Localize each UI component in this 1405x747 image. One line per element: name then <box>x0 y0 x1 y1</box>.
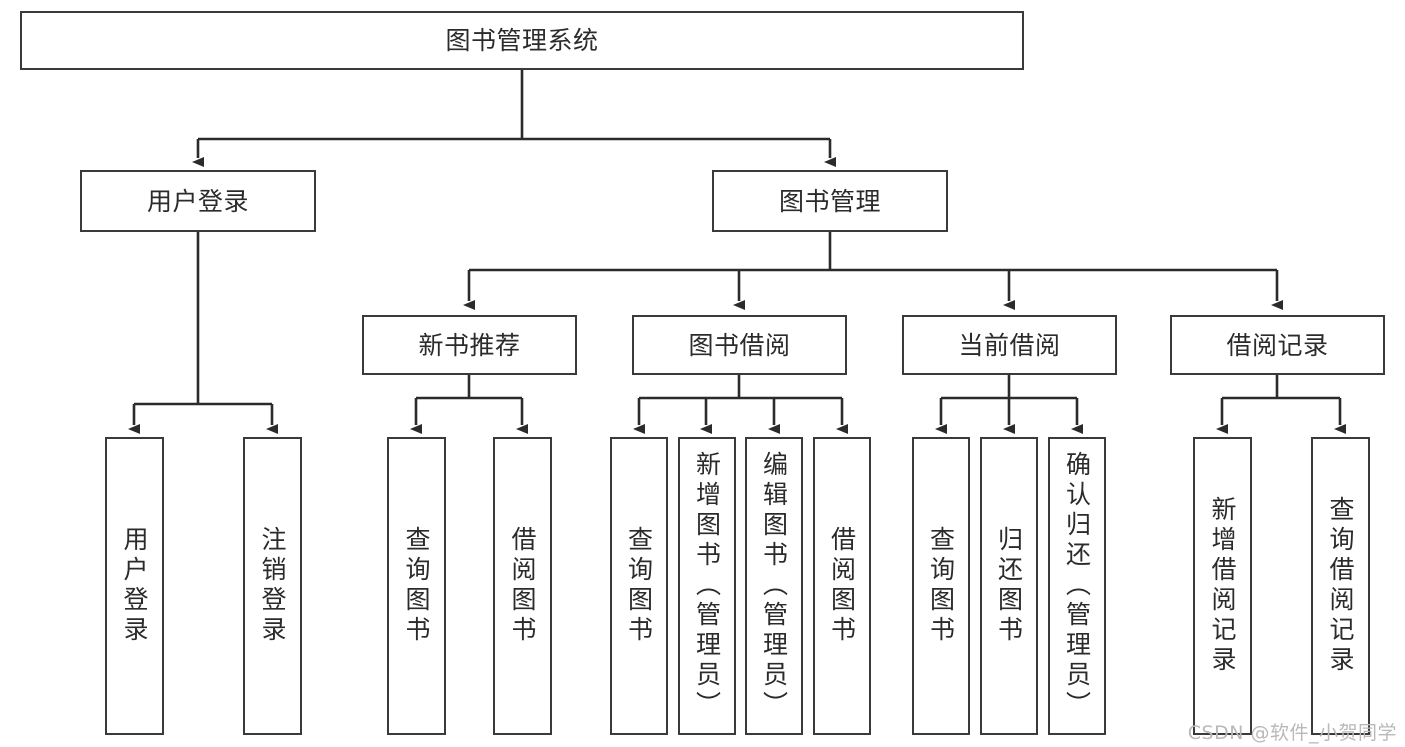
node-label: 查询图书 <box>926 526 956 646</box>
node-label: 查询图书 <box>402 526 431 646</box>
leaf-current-borrow-confirm-return-admin[interactable]: 确认归还（管理员） <box>1048 437 1106 735</box>
leaf-user-login-logout[interactable]: 注销登录 <box>243 437 302 735</box>
leaf-current-borrow-query-book[interactable]: 查询图书 <box>912 437 970 735</box>
node-label: 新增图书（管理员） <box>692 451 722 721</box>
leaf-user-login-login[interactable]: 用户登录 <box>105 437 164 735</box>
leaf-book-borrow-borrow-book[interactable]: 借阅图书 <box>813 437 871 735</box>
leaf-current-borrow-return-book[interactable]: 归还图书 <box>980 437 1038 735</box>
node-book-management[interactable]: 图书管理 <box>712 170 948 232</box>
leaf-new-book-query-book[interactable]: 查询图书 <box>387 437 446 735</box>
node-label: 当前借阅 <box>958 330 1061 360</box>
node-label: 新增借阅记录 <box>1208 496 1237 676</box>
node-label: 注销登录 <box>258 526 287 646</box>
leaf-borrow-record-query-record[interactable]: 查询借阅记录 <box>1311 437 1370 735</box>
node-label: 图书借阅 <box>688 330 791 360</box>
node-label: 查询借阅记录 <box>1326 496 1355 676</box>
node-new-book-recommend[interactable]: 新书推荐 <box>362 315 577 375</box>
node-label: 编辑图书（管理员） <box>759 451 789 721</box>
node-label: 借阅图书 <box>508 526 537 646</box>
node-label: 用户登录 <box>120 526 149 646</box>
node-label: 图书管理系统 <box>445 26 599 55</box>
csdn-watermark: CSDN @软件_小贺同学 <box>1187 722 1397 744</box>
node-root-book-management-system[interactable]: 图书管理系统 <box>20 11 1024 70</box>
node-label: 图书管理 <box>778 186 881 216</box>
node-current-borrow[interactable]: 当前借阅 <box>902 315 1117 375</box>
node-label: 归还图书 <box>994 526 1024 646</box>
leaf-book-borrow-edit-book-admin[interactable]: 编辑图书（管理员） <box>745 437 803 735</box>
node-label: 借阅记录 <box>1226 330 1329 360</box>
node-book-borrow[interactable]: 图书借阅 <box>632 315 847 375</box>
node-borrow-record[interactable]: 借阅记录 <box>1170 315 1385 375</box>
leaf-book-borrow-add-book-admin[interactable]: 新增图书（管理员） <box>678 437 736 735</box>
leaf-new-book-borrow-book[interactable]: 借阅图书 <box>493 437 552 735</box>
node-label: 用户登录 <box>146 186 249 216</box>
leaf-book-borrow-query-book[interactable]: 查询图书 <box>610 437 668 735</box>
node-user-login[interactable]: 用户登录 <box>80 170 316 232</box>
node-label: 新书推荐 <box>418 330 521 360</box>
node-label: 确认归还（管理员） <box>1062 451 1092 721</box>
node-label: 查询图书 <box>624 526 654 646</box>
leaf-borrow-record-add-record[interactable]: 新增借阅记录 <box>1193 437 1252 735</box>
node-label: 借阅图书 <box>827 526 857 646</box>
